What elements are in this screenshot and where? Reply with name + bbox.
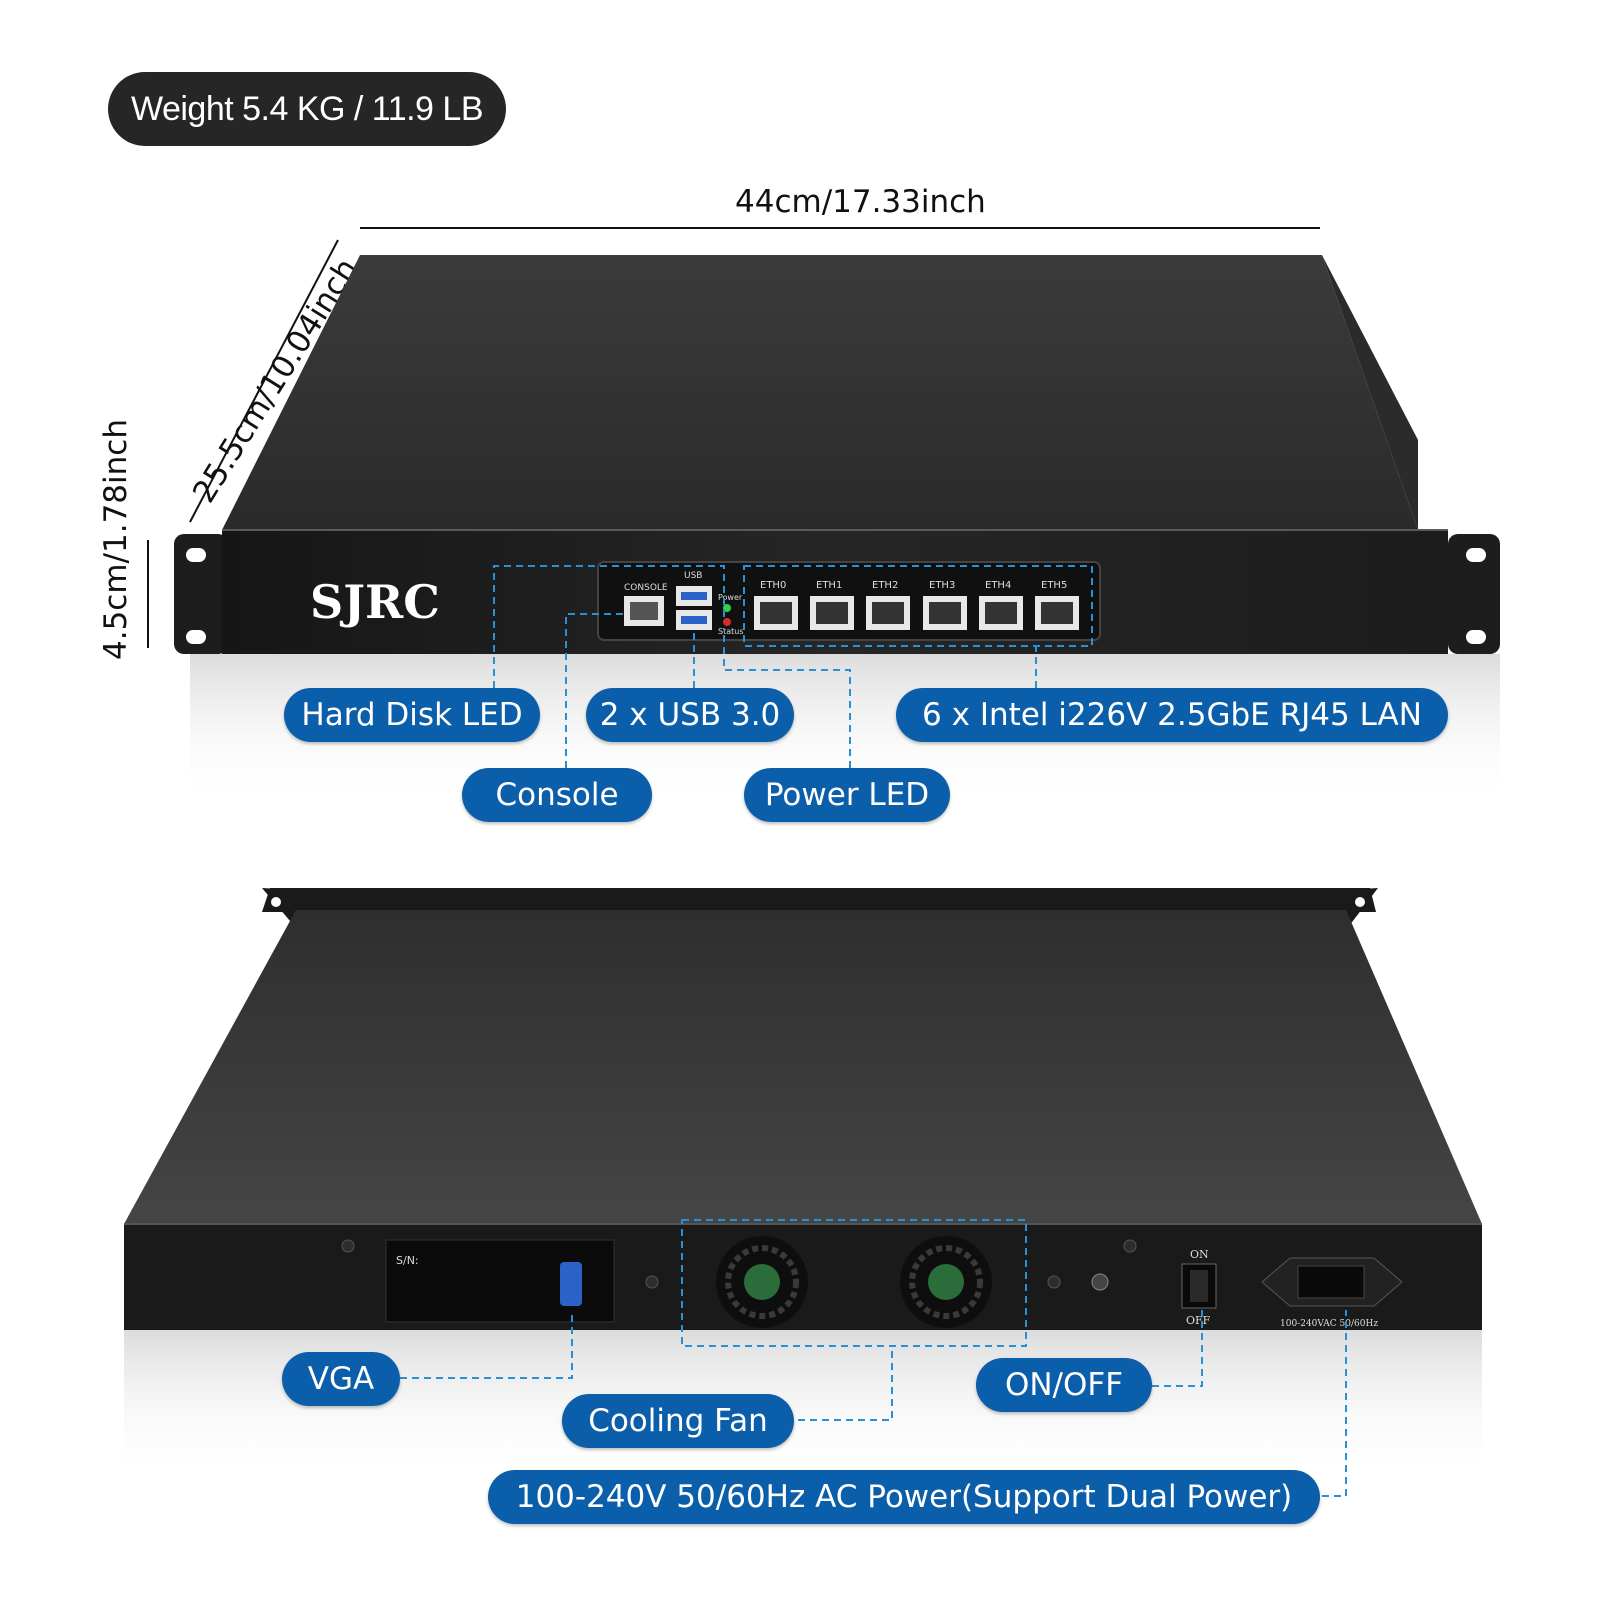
eth4-label: ETH4 <box>985 580 1011 591</box>
power-led-label: Power <box>718 593 743 602</box>
brand-logo: SJRC <box>310 575 440 629</box>
switch-on-label: ON <box>1190 1248 1209 1261</box>
eth3-label: ETH3 <box>929 580 955 591</box>
eth0-label: ETH0 <box>760 580 786 591</box>
power-rating-label: 100-240VAC 50/60Hz <box>1280 1319 1378 1329</box>
eth-ports: ETH0 ETH1 ETH2 ETH3 ETH4 ETH5 <box>754 580 1079 630</box>
ac-power-callout: 100-240V 50/60Hz AC Power(Support Dual P… <box>488 1470 1320 1524</box>
cooling-fan-right <box>900 1236 992 1328</box>
weight-badge: Weight 5.4 KG / 11.9 LB <box>108 72 506 146</box>
eth5-label: ETH5 <box>1041 580 1067 591</box>
status-led <box>723 618 731 626</box>
width-dimension-label: 44cm/17.33inch <box>735 184 986 220</box>
on-off-callout: ON/OFF <box>976 1358 1152 1412</box>
usb-port-label: USB <box>684 571 702 581</box>
power-led-callout: Power LED <box>744 768 950 822</box>
depth-dimension-line <box>189 239 339 523</box>
rear-unit: S/N: ON OFF 100-240VAC 50/60Hz <box>124 888 1482 1497</box>
cooling-fan-callout: Cooling Fan <box>562 1394 794 1448</box>
hard-disk-led-callout: Hard Disk LED <box>284 688 540 742</box>
vga-port <box>560 1262 582 1306</box>
usb-callout: 2 x USB 3.0 <box>586 688 794 742</box>
serial-number-label: S/N: <box>396 1254 419 1267</box>
ground-screw <box>1091 1273 1109 1291</box>
status-led-label: Status <box>718 627 744 636</box>
eth2-label: ETH2 <box>872 580 898 591</box>
console-port-label: CONSOLE <box>624 583 668 593</box>
cooling-fan-left <box>716 1236 808 1328</box>
lan-callout: 6 x Intel i226V 2.5GbE RJ45 LAN <box>896 688 1448 742</box>
switch-off-label: OFF <box>1186 1314 1211 1327</box>
vga-callout: VGA <box>282 1352 400 1406</box>
console-callout: Console <box>462 768 652 822</box>
eth1-label: ETH1 <box>816 580 842 591</box>
